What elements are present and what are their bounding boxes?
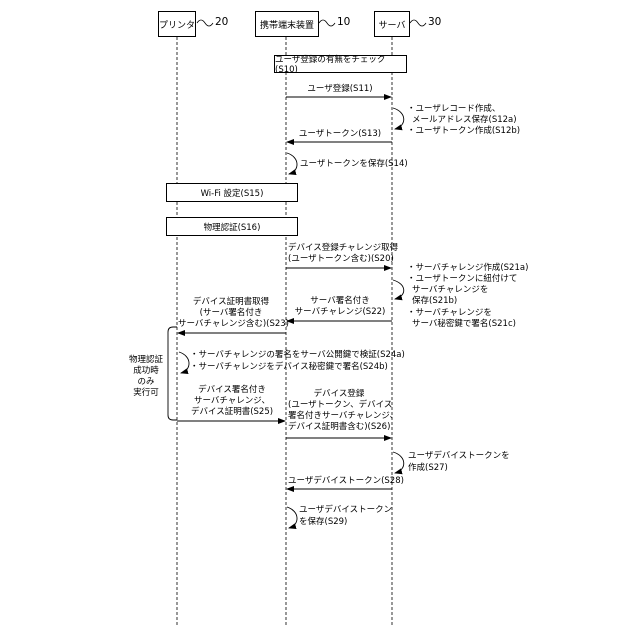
condition-bracket [168,327,177,420]
label-s29-2: を保存(S29) [299,517,347,528]
label-s14: ユーザトークンを保存(S14) [300,159,408,170]
label-s29-1: ユーザデバイストークン [299,505,392,516]
condition-label-3: のみ [126,377,166,388]
self-loop-s14 [287,153,297,174]
label-s23-1: デバイス証明書取得 [178,297,284,308]
label-s23-3: サーバチャレンジ含む)(S23) [178,319,284,330]
self-loop-s21 [393,280,404,299]
label-s23-2: (サーバ署名付き [178,308,284,319]
label-s21c-2: サーバ秘密鍵で署名(S21c) [412,319,516,330]
participant-server: サーバ [374,11,410,37]
self-loop-s27 [393,452,404,473]
label-s12b: ・ユーザトークン作成(S12b) [407,126,520,137]
printer-ref-number: 20 [215,16,228,28]
condition-label-1: 物理認証 [126,355,166,366]
self-loop-s29 [287,507,297,528]
participant-printer: プリンタ [158,11,196,37]
label-s21c-1: ・サーバチャレンジを [407,308,492,319]
participant-terminal: 携帯端末装置 [255,11,319,37]
condition-label-2: 成功時 [126,366,166,377]
step-s15-box: Wi-Fi 設定(S15) [166,183,298,202]
label-s12a-1: ・ユーザレコード作成、 [407,104,500,115]
condition-label-4: 実行可 [126,388,166,399]
label-s24b: ・サーバチャレンジをデバイス秘密鍵で署名(S24b) [190,362,388,373]
label-s12a-2: メールアドレス保存(S12a) [412,115,517,126]
label-s24a: ・サーバチャレンジの署名をサーバ公開鍵で検証(S24a) [190,350,405,361]
server-ref-leader [410,20,426,26]
label-s21b-2: サーバチャレンジを [412,285,488,296]
printer-ref-leader [197,20,213,26]
label-s28: ユーザデバイストークン(S28) [288,476,390,487]
label-s26-1: デバイス登録 [288,389,390,400]
label-s22-2: サーバチャレンジ(S22) [290,307,390,318]
label-s26-3: 署名付きサーバチャレンジ、 [288,411,390,422]
server-ref-number: 30 [428,16,441,28]
label-s27-2: 作成(S27) [408,463,448,474]
label-s21b-3: 保存(S21b) [412,296,457,307]
label-s21a: ・サーバチャレンジ作成(S21a) [407,263,528,274]
label-s26-4: デバイス証明書含む)(S26) [288,422,390,433]
self-loop-s12 [393,108,404,129]
label-s26-2: (ユーザトークン、デバイス [288,400,390,411]
label-s22-1: サーバ署名付き [290,296,390,307]
label-s20-2: (ユーザトークン含む)(S20) [288,254,390,265]
terminal-ref-leader [319,20,335,26]
label-s25-2: サーバチャレンジ、 [180,396,284,407]
terminal-ref-number: 10 [337,16,350,28]
label-s25-1: デバイス署名付き [180,385,284,396]
label-s20-1: デバイス登録チャレンジ取得 [288,243,390,254]
label-s25-3: デバイス証明書(S25) [180,407,284,418]
label-s21b-1: ・ユーザトークンに紐付けて [407,274,517,285]
label-s11: ユーザ登録(S11) [290,84,390,95]
step-s16-box: 物理認証(S16) [166,217,298,236]
label-s13: ユーザトークン(S13) [290,129,390,140]
self-loop-s24 [179,352,189,373]
label-s27-1: ユーザデバイストークンを [408,451,510,462]
step-s10-box: ユーザ登録の有無をチェック(S10) [274,55,407,73]
